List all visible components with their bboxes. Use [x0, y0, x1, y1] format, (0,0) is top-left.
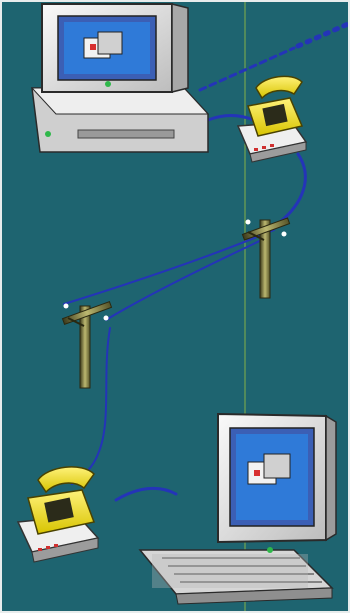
laptop-computer-icon — [140, 414, 336, 604]
telephone-pole-icon-left — [62, 302, 111, 388]
telephone-pole-icon-right — [242, 218, 289, 298]
computer-to-phone-cable — [208, 116, 254, 121]
pole-wire-lower — [106, 238, 266, 320]
desktop-computer-icon — [32, 4, 208, 152]
phone-to-laptop-cable — [116, 488, 176, 500]
phone-line-top — [280, 154, 305, 222]
network-wire-end-dots — [298, 24, 348, 46]
pole-wire-upper — [64, 230, 274, 304]
telephone-icon-bottom — [18, 467, 98, 562]
phone-line-bottom — [72, 328, 110, 484]
